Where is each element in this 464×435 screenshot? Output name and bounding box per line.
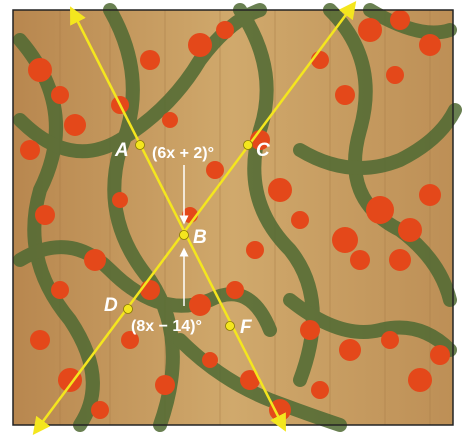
points (123, 140, 253, 331)
point-a (135, 140, 145, 150)
label-b: B (193, 227, 207, 248)
point-c (243, 140, 253, 150)
point-f (225, 321, 235, 331)
line-cbd (32, 0, 357, 435)
label-f: F (240, 317, 253, 338)
point-d (123, 304, 133, 314)
angle-top-expression: (6x + 2)° (152, 145, 214, 162)
label-c: C (256, 140, 270, 161)
label-d: D (104, 295, 118, 316)
point-b (179, 230, 189, 240)
angle-bottom-expression: (8x − 14)° (131, 318, 202, 335)
lines (32, 0, 357, 435)
label-a: A (114, 140, 129, 161)
background-photo (12, 3, 462, 432)
